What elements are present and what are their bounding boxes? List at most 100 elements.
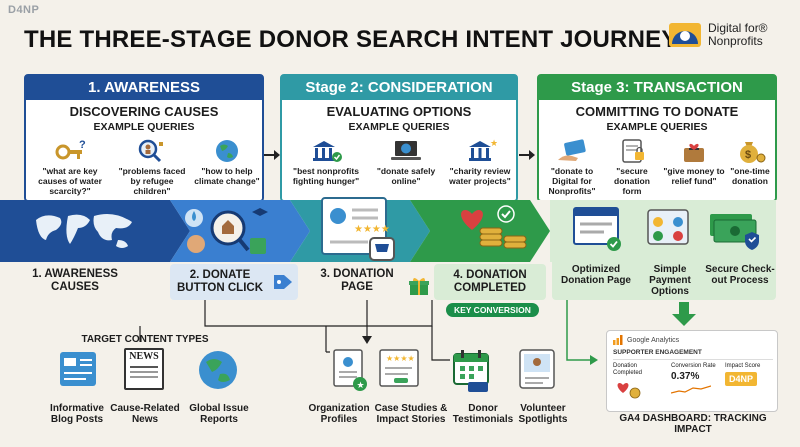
secure-form-icon (622, 139, 644, 163)
content-cause-news: Cause-Related News (110, 403, 180, 425)
ga4-dashboard-card: Google Analytics SUPPORTER ENGAGEMENT Do… (606, 330, 778, 412)
key-question-icon: ? (55, 139, 86, 160)
query-item: $ "one-time donation (725, 138, 775, 186)
news-icon: NEWS (124, 348, 164, 390)
target-content-label: TARGET CONTENT TYPES (81, 334, 209, 345)
globe-icon (216, 140, 238, 162)
secure-checkout-icon (710, 214, 759, 250)
stage-arrow-icon (519, 150, 535, 160)
ga4-metric-impact-label: Impact Score (725, 363, 761, 369)
cause-magnifier-icon (185, 208, 268, 254)
stage-consideration-panel: Stage 2: CONSIDERATION EVALUATING OPTION… (280, 74, 518, 202)
flow-step-donate-click: 2. DONATE BUTTON CLICK (176, 269, 264, 294)
globe-report-icon (199, 351, 237, 389)
stage-awareness-examples-label: EXAMPLE QUERIES (93, 121, 195, 133)
stage-transaction-subtitle: COMMITTING TO DONATE (575, 104, 739, 119)
query-text: "donate to Digital for Nonprofits" (548, 166, 596, 196)
page-title: THE THREE-STAGE DONOR SEARCH INTENT JOUR… (24, 26, 678, 53)
stage-consideration-header: Stage 2: CONSIDERATION (282, 76, 516, 100)
query-item: ? "what are key causes of water scarcity… (30, 138, 110, 196)
case-study-icon: ★★★★ (379, 349, 419, 387)
donation-page-icon: ★★★★ (321, 197, 395, 261)
query-item: "best nonprofits fighting hunger" (286, 138, 366, 186)
query-text: "secure donation form (614, 166, 650, 196)
ga4-section-title: SUPPORTER ENGAGEMENT (613, 349, 702, 356)
query-text: "one-time donation (730, 166, 770, 186)
svg-text:?: ? (79, 139, 86, 151)
blog-post-icon (60, 352, 96, 386)
stage-awareness-header: 1. AWARENESS (26, 76, 262, 100)
content-testimonials: Donor Testimonials (452, 403, 514, 425)
transaction-features-panel (552, 262, 776, 300)
magnifier-child-icon (138, 139, 163, 163)
feature-secure-checkout: Secure Check-out Process (705, 264, 775, 286)
org-profile-icon: ★ (333, 349, 367, 391)
stage-arrow-icon (264, 150, 280, 160)
testimonial-icon (453, 350, 489, 392)
hand-card-icon (558, 139, 586, 161)
query-item: "give money to relief fund" (661, 138, 727, 186)
content-global-reports: Global Issue Reports (189, 403, 249, 425)
svg-text:★: ★ (357, 380, 365, 390)
ga4-metric-conversion-label: Conversion Rate (671, 363, 716, 369)
ga4-metric-conversion-value: 0.37% (671, 371, 700, 382)
stage-consideration-examples-label: EXAMPLE QUERIES (348, 121, 450, 133)
stage-awareness-subtitle: DISCOVERING CAUSES (69, 104, 219, 119)
building-check-icon (313, 141, 342, 162)
content-org-profiles: Organization Profiles (308, 403, 370, 425)
brand-line-1: Digital for® (708, 21, 768, 35)
ga4-metric-impact: Impact Score D4NP (725, 363, 775, 387)
query-text: "what are key causes of water scarcity?" (38, 166, 102, 196)
query-text: "give money to relief fund" (663, 166, 725, 186)
content-volunteer-spotlights: Volunteer Spotlights (518, 403, 568, 425)
stage-awareness-panel: 1. AWARENESS DISCOVERING CAUSES EXAMPLE … (24, 74, 264, 202)
brand-mark-icon (669, 23, 701, 47)
gift-icon (409, 278, 429, 295)
world-map-icon (36, 214, 132, 248)
query-text: "problems faced by refugee children" (118, 166, 186, 196)
flow-step-donation-page: 3. DONATION PAGE (320, 268, 394, 293)
stage-consideration-subtitle: EVALUATING OPTIONS (326, 104, 472, 119)
svg-text:★★★★: ★★★★ (386, 354, 415, 363)
query-item: "how to help climate change" (192, 138, 262, 186)
svg-text:$: $ (745, 149, 751, 161)
query-text: "donate safely online" (376, 166, 436, 186)
brand-line-2: Nonprofits (708, 34, 763, 48)
flow-step-awareness: 1. AWARENESS CAUSES (32, 268, 118, 293)
watermark: D4NP (8, 4, 40, 16)
query-item: "problems faced by refugee children" (114, 138, 190, 196)
svg-text:★★★★: ★★★★ (354, 224, 390, 235)
building-star-icon: ★ (469, 138, 497, 161)
query-item: "donate safely online" (370, 138, 442, 186)
ga4-metric-impact-value: D4NP (725, 372, 758, 386)
query-item: "secure donation form (605, 138, 659, 196)
query-text: "charity review water projects" (449, 166, 511, 186)
donation-box-icon (684, 143, 704, 162)
flow-step-completed-box: 4. DONATION COMPLETED (434, 264, 546, 300)
query-text: "best nonprofits fighting hunger" (292, 166, 360, 186)
money-bag-icon: $ (740, 142, 766, 163)
feature-optimized-page: Optimized Donation Page (560, 264, 631, 286)
tag-icon (274, 275, 292, 289)
svg-text:★: ★ (490, 138, 497, 148)
query-item: "donate to Digital for Nonprofits" (541, 138, 603, 196)
key-conversion-badge: KEY CONVERSION (446, 303, 539, 317)
trend-line-icon (670, 385, 712, 394)
brand-logo: Digital for® Nonprofits (668, 22, 768, 48)
flow-step-donate-click-box[interactable]: 2. DONATE BUTTON CLICK (170, 264, 298, 300)
news-icon-label: NEWS (129, 351, 159, 362)
laptop-globe-icon (391, 141, 421, 160)
heart-coin-icon (617, 382, 641, 399)
ga4-metric-conversion: Conversion Rate 0.37% (670, 363, 719, 400)
feature-payment-options: Simple Payment Options (649, 264, 691, 297)
volunteer-icon (519, 349, 555, 389)
payment-options-icon (647, 209, 689, 245)
optimized-page-icon (573, 207, 621, 251)
query-text: "how to help climate change" (194, 166, 260, 186)
ga4-metric-donation: Donation Completed (613, 363, 663, 404)
stage-transaction-header: Stage 3: TRANSACTION (539, 76, 775, 100)
stage-transaction-panel: Stage 3: TRANSACTION COMMITTING TO DONAT… (537, 74, 777, 202)
stage-transaction-examples-label: EXAMPLE QUERIES (606, 121, 708, 133)
ga4-caption: GA4 DASHBOARD: TRACKING IMPACT (619, 413, 767, 435)
